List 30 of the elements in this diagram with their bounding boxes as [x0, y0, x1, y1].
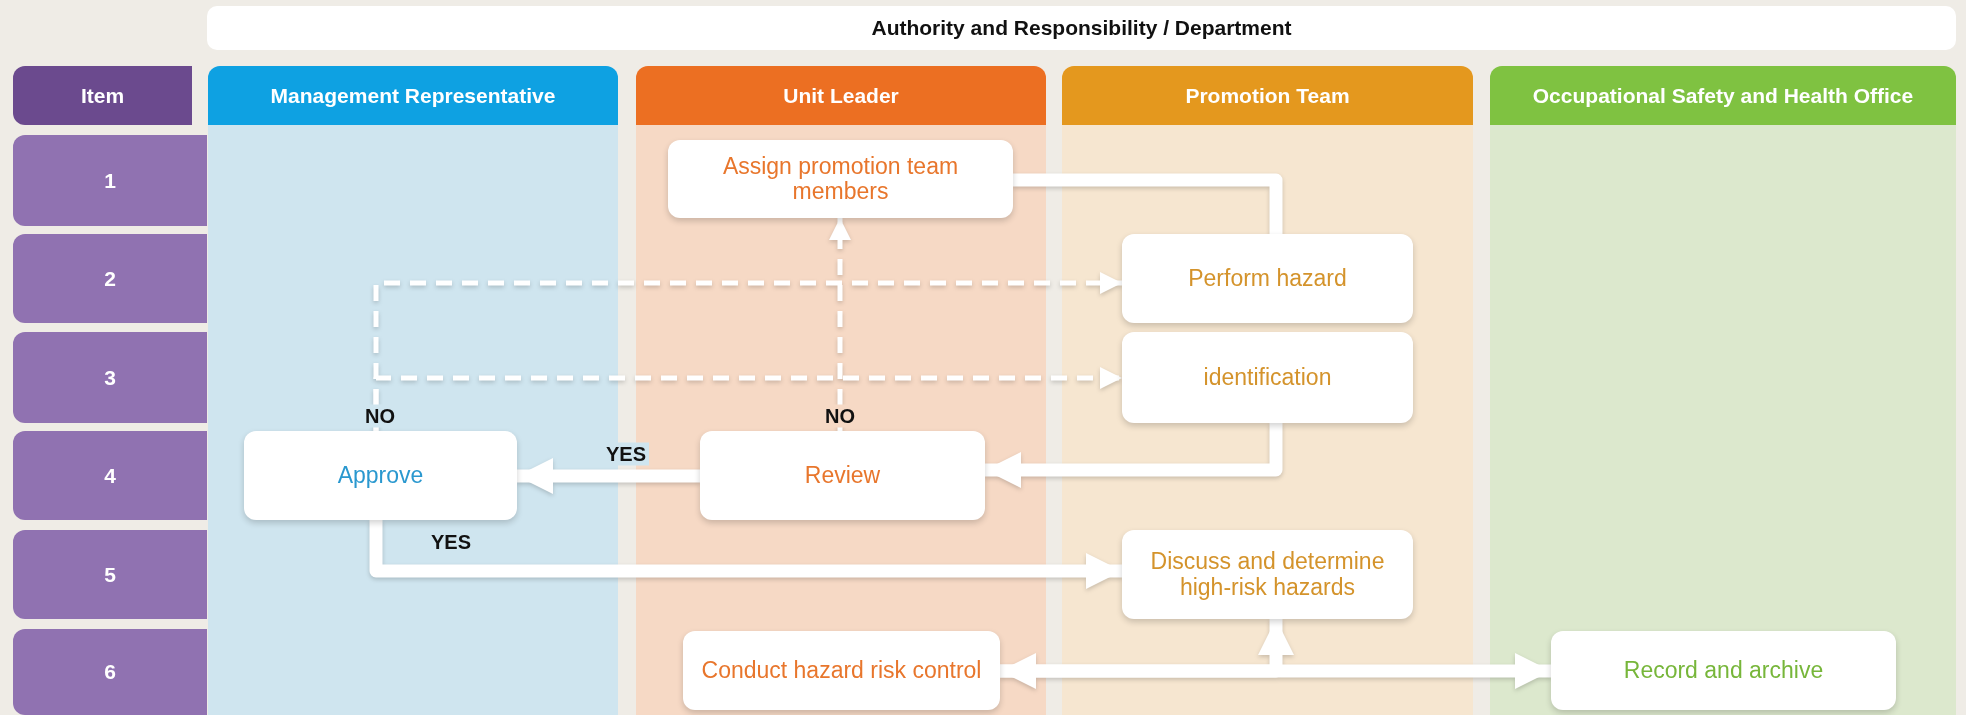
process-box: Conduct hazard risk control	[683, 631, 1000, 710]
row-header: 6	[13, 629, 207, 715]
arrow	[1000, 619, 1294, 678]
row-header: 2	[13, 234, 207, 323]
row-header: 4	[13, 431, 207, 520]
header-band: Authority and Responsibility / Department	[207, 6, 1956, 50]
process-box: Discuss and determine high-risk hazards	[1122, 530, 1413, 619]
lane-header: Management Representative	[208, 66, 618, 125]
row-header: 5	[13, 530, 207, 619]
dashed-arrow	[829, 218, 851, 431]
arrow	[369, 520, 1122, 589]
process-box: Review	[700, 431, 985, 520]
swimlane	[1062, 66, 1473, 715]
edge-label: YES	[603, 442, 649, 466]
column-header: Item	[13, 66, 192, 125]
process-box: Perform hazard	[1122, 234, 1413, 323]
row-header: 1	[13, 135, 207, 226]
swimlane	[1490, 66, 1956, 715]
dashed-arrow	[373, 367, 1122, 431]
lane-header: Occupational Safety and Health Office	[1490, 66, 1956, 125]
process-box: Approve	[244, 431, 517, 520]
arrow	[517, 458, 700, 494]
arrow	[985, 423, 1283, 488]
lane-header: Unit Leader	[636, 66, 1046, 125]
process-box: identification	[1122, 332, 1413, 423]
process-box: Record and archive	[1551, 631, 1896, 710]
connector-line	[1013, 173, 1283, 234]
row-header: 3	[13, 332, 207, 423]
lane-header: Promotion Team	[1062, 66, 1473, 125]
process-box: Assign promotion team members	[668, 140, 1013, 218]
